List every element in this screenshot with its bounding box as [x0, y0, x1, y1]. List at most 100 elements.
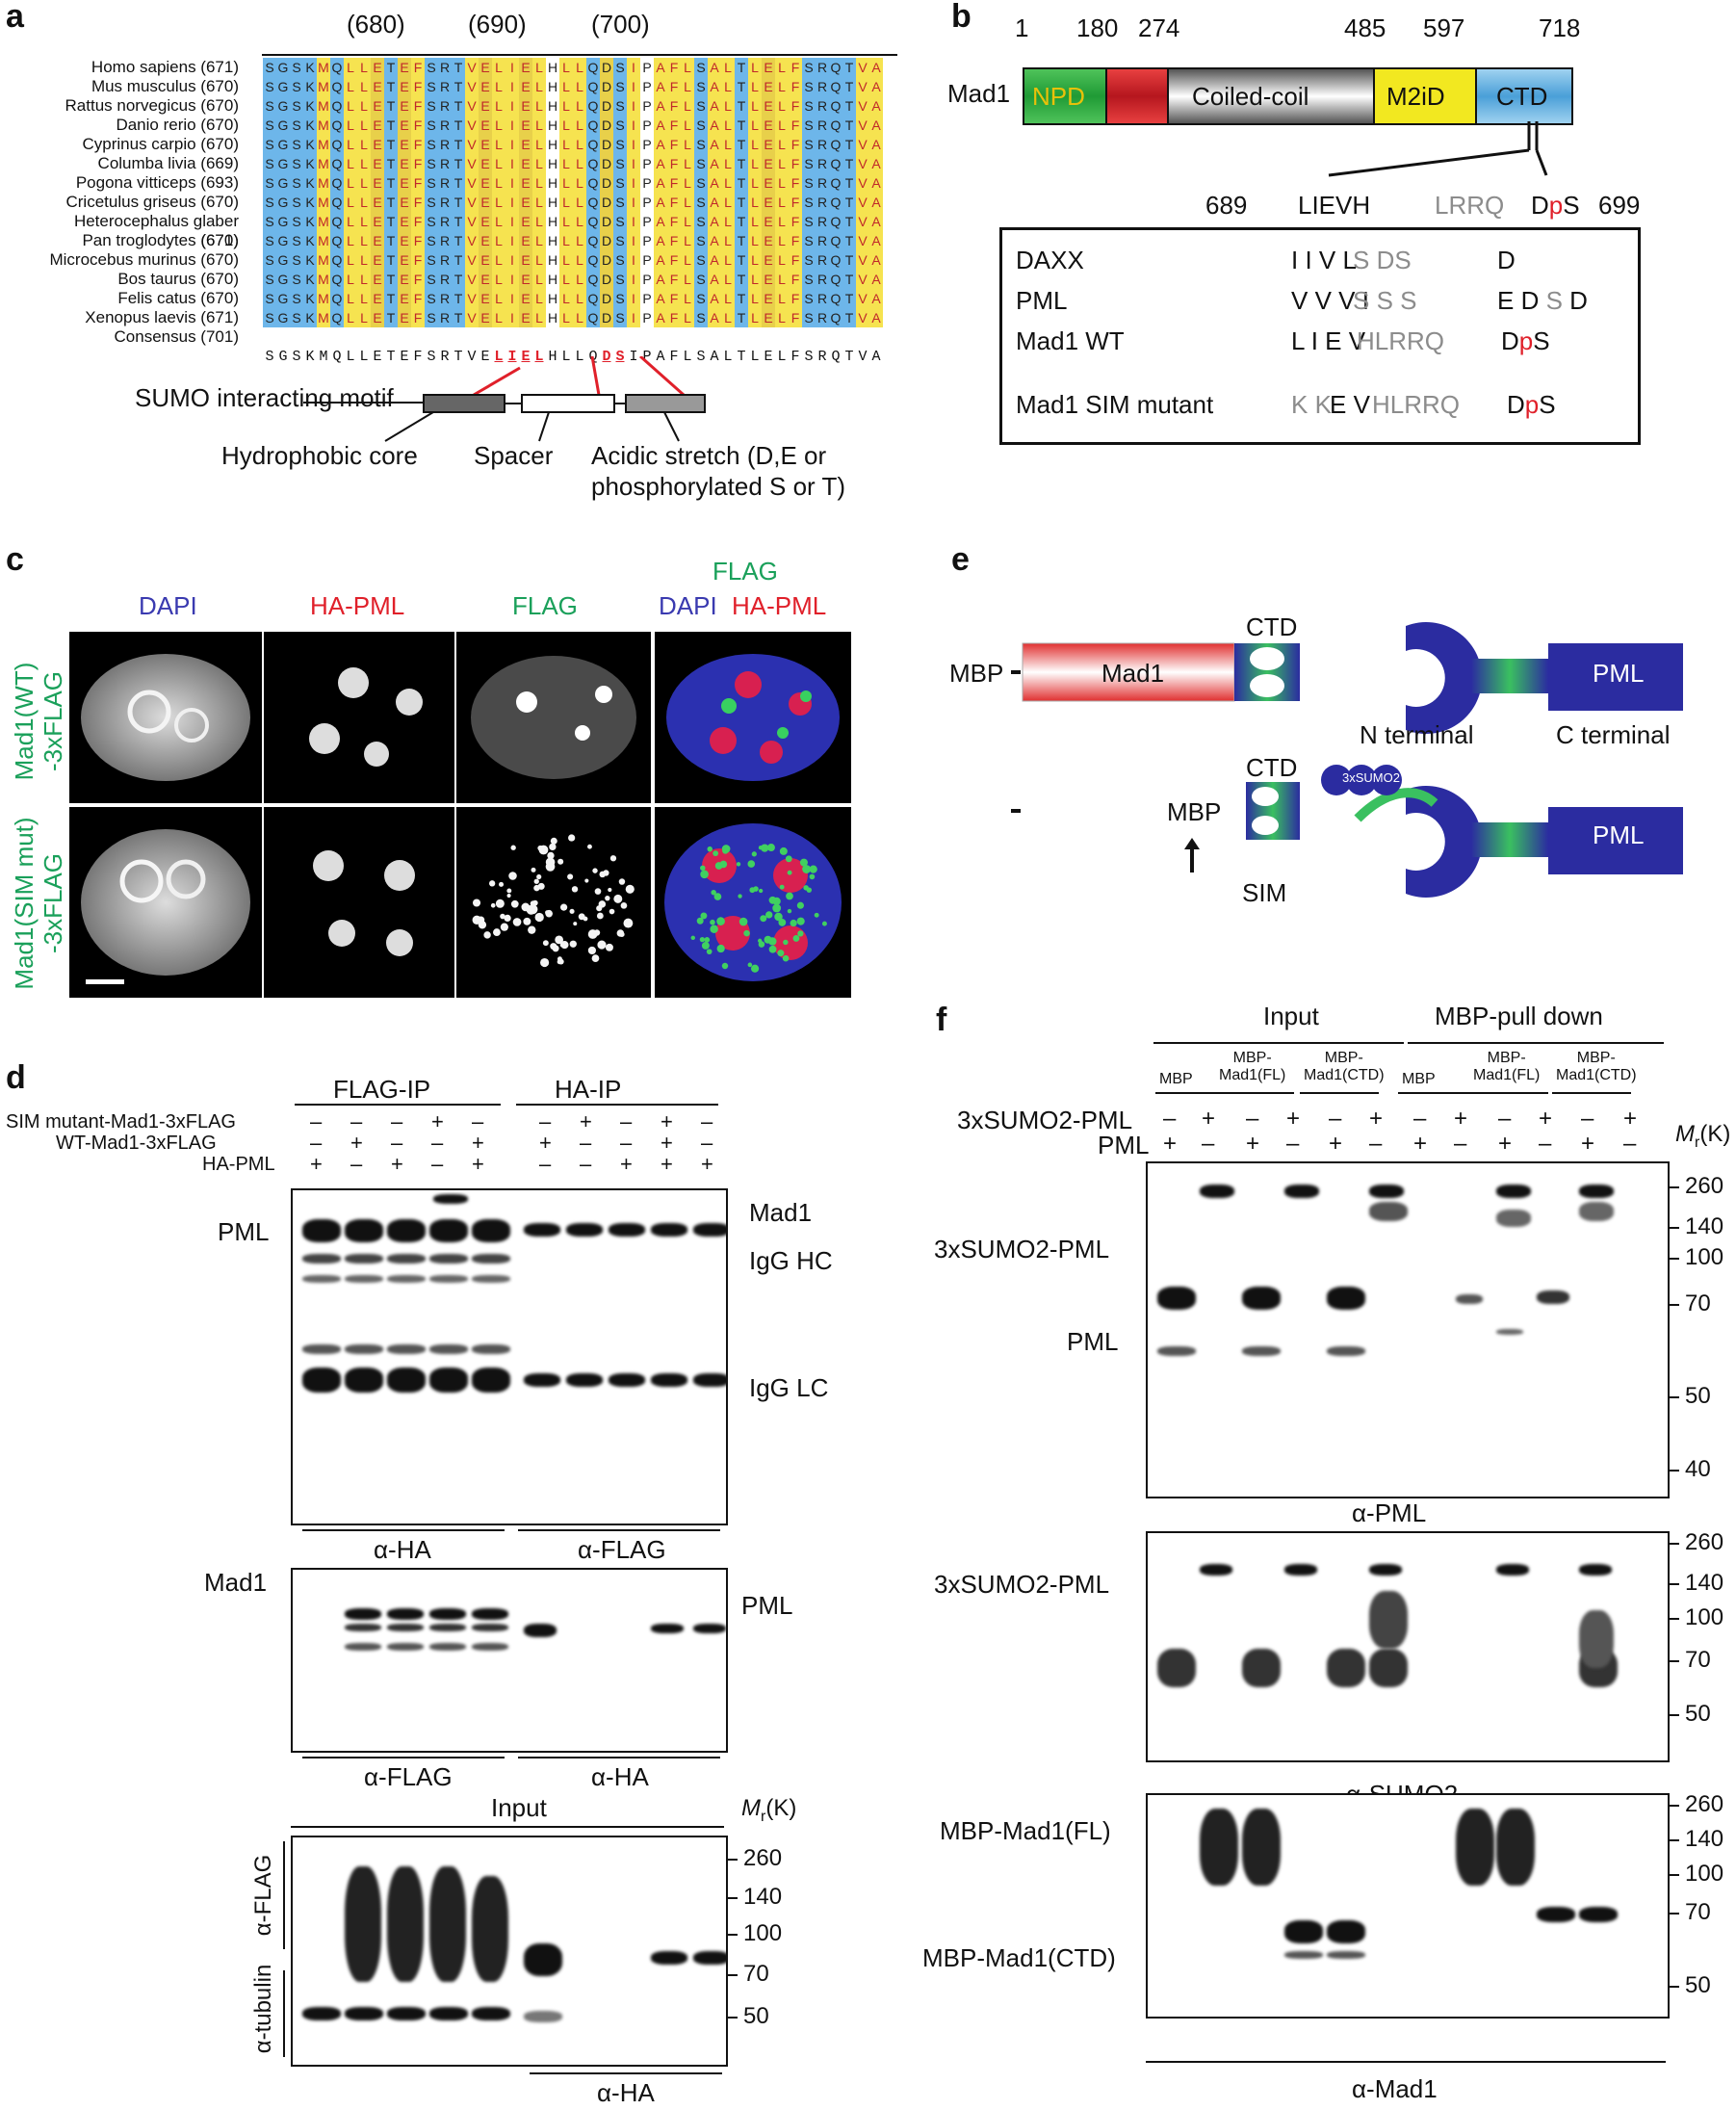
alignment-residue: T [387, 175, 396, 191]
d-blot1-igg-hc: IgG HC [749, 1246, 833, 1275]
panel-letter-c: c [6, 541, 24, 578]
position-700: (700) [591, 10, 650, 39]
flag-focus [538, 845, 549, 855]
alignment-residue: T [454, 156, 463, 171]
flag-focus [598, 900, 607, 908]
alignment-residue: L [576, 195, 583, 210]
pml-acid: E D S D [1497, 286, 1588, 316]
alignment-residue: V [858, 233, 868, 248]
alignment-residue: R [440, 60, 450, 75]
alignment-residue: A [710, 252, 719, 268]
flag-focus [605, 895, 610, 901]
alignment-residue: S [292, 79, 300, 94]
f-blot3-ab: α-Mad1 [1352, 2074, 1438, 2103]
alignment-residue: I [510, 272, 514, 287]
flag-focus [528, 925, 536, 934]
alignment-residue: L [562, 272, 570, 287]
alignment-residue: P [642, 272, 651, 287]
blot-band [693, 1951, 726, 1965]
alignment-residue: H [548, 252, 557, 268]
acidic-label-1: Acidic stretch (D,E or [591, 441, 827, 470]
alignment-residue: S [427, 291, 435, 306]
alignment-residue: S [615, 117, 624, 133]
flag-focus [603, 870, 609, 876]
micrograph-mut-ha-pml [264, 807, 454, 998]
blot-band [472, 1344, 510, 1354]
mw-tick [1668, 1543, 1679, 1545]
alignment-residue: F [791, 137, 800, 152]
mad1-mut-core-ev: E V [1330, 390, 1370, 419]
alignment-residue: P [642, 310, 651, 326]
alignment-residue: T [387, 137, 396, 152]
seq-top-p: p [1548, 191, 1564, 220]
alignment-residue: P [642, 233, 651, 248]
blot-band [345, 1624, 381, 1631]
blot-band [429, 1624, 466, 1631]
alignment-residue: A [871, 60, 881, 75]
alignment-residue: R [440, 175, 450, 191]
alignment-residue: V [858, 156, 868, 171]
flag-focus [768, 945, 777, 953]
alignment-residue: F [414, 98, 423, 114]
alignment-residue: I [632, 137, 635, 152]
blot-band [1369, 1649, 1408, 1687]
d-row-ha-pml: HA-PML [202, 1154, 275, 1175]
alignment-residue: E [764, 137, 772, 152]
alignment-residue: S [427, 137, 435, 152]
alignment-residue: I [632, 117, 635, 133]
flag-focus [609, 855, 617, 862]
alignment-residue: L [535, 272, 543, 287]
alignment-residue: S [427, 60, 435, 75]
alignment-residue: L [751, 79, 759, 94]
alignment-residue: L [347, 310, 354, 326]
sign-cell: + [1623, 1106, 1638, 1132]
blot-band [1242, 1287, 1281, 1310]
species-label: Pan troglodytes (671) [82, 231, 239, 249]
flag-focus [545, 857, 556, 868]
alignment-residue: H [548, 291, 557, 306]
blot-band [433, 1194, 468, 1204]
alignment-residue: F [414, 195, 423, 210]
flag-focus [787, 870, 792, 875]
d-blot2-ab-flag: α-FLAG [364, 1762, 453, 1791]
d-ab1-line [302, 1529, 505, 1531]
alignment-residue: L [751, 310, 759, 326]
alignment-residue: L [724, 98, 732, 114]
flag-focus [625, 884, 635, 894]
species-label: Bos taurus (670) [117, 270, 239, 288]
blot-band [566, 1373, 603, 1387]
d-ab2-line [518, 1529, 720, 1531]
alignment-residue: S [292, 291, 300, 306]
blot-band [429, 1254, 468, 1263]
consensus-residue: P [642, 349, 652, 365]
alignment-residue: R [817, 117, 827, 133]
d-blot2-ab-ha: α-HA [591, 1762, 649, 1791]
blot-band [609, 1223, 645, 1237]
alignment-residue: A [710, 214, 719, 229]
alignment-residue: L [724, 175, 732, 191]
alignment-residue: A [710, 60, 719, 75]
flag-focus [559, 943, 564, 948]
alignment-residue: L [778, 60, 786, 75]
blot-band [1327, 1951, 1365, 1959]
alignment-column [398, 58, 411, 327]
sign-cell: – [310, 1109, 323, 1133]
alignment-residue: K [305, 98, 315, 114]
alignment-column [842, 58, 856, 327]
alignment-residue: I [510, 195, 514, 210]
alignment-residue: T [454, 117, 463, 133]
flag-focus [738, 894, 742, 899]
alignment-residue: D [602, 79, 611, 94]
flag-focus [721, 962, 729, 970]
sign-cell: – [391, 1131, 403, 1155]
alignment-residue: I [632, 272, 635, 287]
alignment-residue: S [804, 156, 813, 171]
d-blot3-bracket [283, 1841, 285, 1949]
flag-focus [591, 954, 600, 963]
consensus-residue: Q [831, 349, 841, 365]
mw-tick [1668, 1805, 1679, 1807]
consensus-residue: F [413, 349, 423, 365]
flag-focus [596, 912, 604, 920]
mw-tick [726, 2017, 738, 2019]
flag-focus [700, 865, 706, 872]
